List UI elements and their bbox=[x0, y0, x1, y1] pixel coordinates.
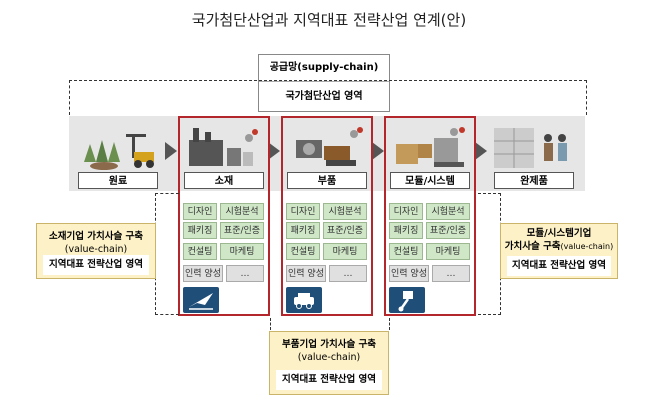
component-value-chain-subtitle: (value-chain) bbox=[297, 352, 361, 363]
activity-consulting: 컨설팅 bbox=[389, 243, 423, 260]
activity-marketing: 마케팅 bbox=[323, 243, 367, 260]
stage-component: 부품 bbox=[287, 172, 367, 189]
activity-testing: 시험분석 bbox=[323, 203, 367, 220]
activity-testing: 시험분석 bbox=[426, 203, 470, 220]
component-value-chain-box: 부품기업 가치사슬 구축 (value-chain) 지역대표 전략산업 영역 bbox=[269, 331, 389, 395]
flow-arrow-3 bbox=[372, 142, 384, 160]
activity-training: 인력 양성 bbox=[286, 265, 326, 282]
final-product-illustration bbox=[490, 122, 578, 174]
module-illustration bbox=[388, 122, 470, 174]
activity-design: 디자인 bbox=[183, 203, 217, 220]
component-value-chain-title: 부품기업 가치사슬 구축 bbox=[281, 339, 376, 350]
material-illustration bbox=[183, 122, 263, 174]
module-region-area: 지역대표 전략산업 영역 bbox=[507, 256, 611, 276]
flow-arrow-1 bbox=[165, 142, 177, 160]
activity-standards: 표준/인증 bbox=[426, 222, 470, 239]
supply-chain-label: 공급망(supply-chain) bbox=[259, 55, 389, 82]
raw-material-illustration bbox=[74, 122, 162, 174]
activity-marketing: 마케팅 bbox=[426, 243, 470, 260]
stage-raw-material: 원료 bbox=[78, 172, 158, 189]
stage-final-product: 완제품 bbox=[494, 172, 574, 189]
module-value-chain-subtitle: 가치사슬 구축 bbox=[504, 241, 561, 252]
supply-chain-box: 공급망(supply-chain) 국가첨단산업 영역 bbox=[258, 54, 390, 112]
car-icon bbox=[286, 287, 322, 313]
activity-standards: 표준/인증 bbox=[323, 222, 367, 239]
page-title: 국가첨단산업과 지역대표 전략산업 연계(안) bbox=[191, 11, 467, 29]
component-illustration bbox=[286, 122, 366, 174]
activity-design: 디자인 bbox=[389, 203, 423, 220]
activity-packaging: 패키징 bbox=[389, 222, 423, 239]
module-dashed-connector bbox=[478, 193, 501, 315]
module-value-chain-title: 모듈/시스템기업 bbox=[526, 228, 592, 239]
material-region-area: 지역대표 전략산업 영역 bbox=[43, 255, 149, 275]
supply-chain-dashed-frame bbox=[69, 80, 587, 115]
activity-consulting: 컨설팅 bbox=[183, 243, 217, 260]
material-value-chain-title: 소재기업 가치사슬 구축 bbox=[48, 231, 143, 242]
stage-material: 소재 bbox=[184, 172, 264, 189]
activity-packaging: 패키징 bbox=[286, 222, 320, 239]
component-region-area: 지역대표 전략산업 영역 bbox=[276, 370, 382, 390]
material-dashed-connector bbox=[155, 193, 179, 315]
activity-marketing: 마케팅 bbox=[220, 243, 264, 260]
activity-training: 인력 양성 bbox=[183, 265, 223, 282]
module-value-chain-frame bbox=[384, 116, 476, 316]
flow-arrow-4 bbox=[475, 142, 487, 160]
national-industry-area-label: 국가첨단산업 영역 bbox=[285, 91, 363, 102]
stage-module-system: 모듈/시스템 bbox=[390, 172, 470, 189]
material-value-chain-box: 소재기업 가치사슬 구축 (value-chain) 지역대표 전략산업 영역 bbox=[36, 223, 156, 279]
activity-consulting: 컨설팅 bbox=[286, 243, 320, 260]
activity-more: … bbox=[226, 265, 264, 282]
component-dashed-connector bbox=[270, 318, 390, 330]
material-value-chain-frame bbox=[178, 116, 270, 316]
activity-design: 디자인 bbox=[286, 203, 320, 220]
activity-training: 인력 양성 bbox=[389, 265, 429, 282]
material-value-chain-subtitle: (value-chain) bbox=[64, 244, 128, 255]
module-value-chain-note: (value-chain) bbox=[560, 242, 614, 251]
activity-more: … bbox=[329, 265, 367, 282]
activity-packaging: 패키징 bbox=[183, 222, 217, 239]
materials-plane-icon bbox=[183, 287, 219, 313]
component-value-chain-frame bbox=[281, 116, 373, 316]
activity-more: … bbox=[432, 265, 470, 282]
activity-standards: 표준/인증 bbox=[220, 222, 264, 239]
flow-arrow-2 bbox=[268, 142, 280, 160]
module-value-chain-box: 모듈/시스템기업 가치사슬 구축(value-chain) 지역대표 전략산업 … bbox=[500, 223, 618, 279]
activity-testing: 시험분석 bbox=[220, 203, 264, 220]
engine-piston-icon bbox=[389, 287, 425, 313]
